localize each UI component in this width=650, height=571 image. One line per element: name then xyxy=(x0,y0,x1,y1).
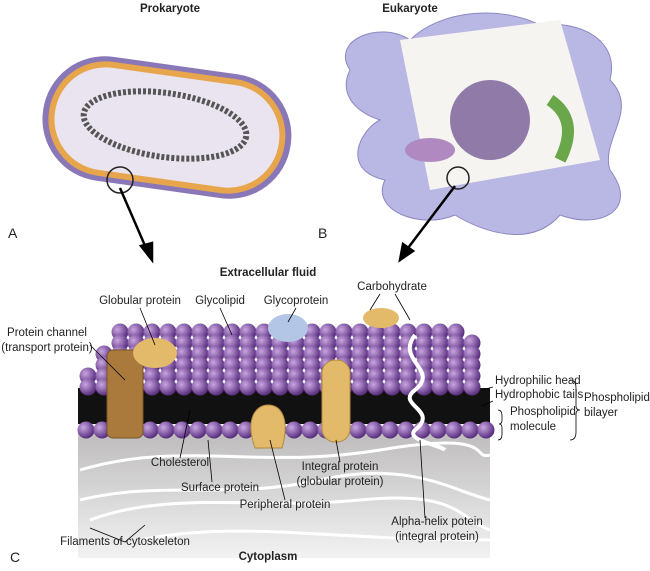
label-line: Integral protein xyxy=(301,461,379,473)
phospholipid-head xyxy=(301,421,319,439)
phospholipid-head xyxy=(447,378,465,396)
zoom-arrows xyxy=(118,185,456,264)
phospholipid-bilayer-label: Phospholipid bilayer xyxy=(584,391,650,421)
phospholipid-head xyxy=(349,421,367,439)
phospholipid-head xyxy=(383,378,401,396)
phospholipid-head xyxy=(271,378,289,396)
glycolipid-label: Glycolipid xyxy=(195,295,245,307)
peripheral-protein-label: Peripheral protein xyxy=(239,499,331,511)
cytoplasm-region xyxy=(78,430,490,558)
phospholipid-head xyxy=(477,421,495,439)
phospholipid-molecule-label: Phospholipid molecule xyxy=(510,405,576,435)
surface-protein-label: Surface protein xyxy=(181,482,259,494)
phospholipid-head xyxy=(223,378,241,396)
hydrophobic-tails-label: Hydrophobic tails xyxy=(495,389,584,401)
phospholipid-head xyxy=(143,378,161,396)
phospholipid-head xyxy=(93,421,111,439)
phospholipid-head xyxy=(255,378,273,396)
phospholipid-head xyxy=(445,421,463,439)
globular-protein-label: Globular protein xyxy=(99,295,181,307)
phospholipid-head xyxy=(431,378,449,396)
integral-protein-label: Integral protein (globular protein) xyxy=(297,460,384,490)
phospholipid-head xyxy=(365,421,383,439)
eukaryote-cell xyxy=(344,12,622,235)
phospholipid-head xyxy=(141,421,159,439)
phospholipid-head xyxy=(189,421,207,439)
prokaryote-title: Prokaryote xyxy=(139,3,201,15)
phospholipid-head xyxy=(285,421,303,439)
glycoprotein xyxy=(268,314,308,342)
leader-lines xyxy=(89,293,581,543)
prokaryote-cell xyxy=(42,56,292,199)
carbohydrate-label: Carbohydrate xyxy=(357,281,427,293)
protein-channel-label: Protein channel (transport protein) xyxy=(1,326,92,356)
cytoplasm-label: Cytoplasm xyxy=(238,551,298,563)
phospholipid-head xyxy=(77,421,95,439)
phospholipid-heads xyxy=(77,323,495,439)
phospholipid-head xyxy=(397,421,415,439)
phospholipid-head xyxy=(173,421,191,439)
phospholipid-head xyxy=(191,378,209,396)
panel-label-a: A xyxy=(8,225,18,241)
cytoskeleton-filaments xyxy=(79,441,491,542)
label-line: (transport protein) xyxy=(1,342,93,354)
phospholipid-head xyxy=(381,421,399,439)
phospholipid-head xyxy=(239,378,257,396)
label-line: (globular protein) xyxy=(296,476,384,488)
extracellular-label: Extracellular fluid xyxy=(219,267,317,279)
alpha-helix xyxy=(407,333,447,452)
eukaryote-title: Eukaryote xyxy=(382,3,438,15)
phospholipid-head xyxy=(429,421,447,439)
label-line: molecule xyxy=(510,421,557,433)
phospholipid-head xyxy=(461,421,479,439)
glycoprotein-label: Glycoprotein xyxy=(263,295,329,307)
phospholipid-head xyxy=(157,421,175,439)
alpha-helix-label: Alpha-helix potein (integral protein) xyxy=(391,515,482,545)
hydrophilic-head-label: Hydrophilic head xyxy=(495,375,581,387)
phospholipid-head xyxy=(237,421,255,439)
label-line: Phospholipid xyxy=(510,406,576,418)
phospholipid-head xyxy=(351,378,369,396)
phospholipid-head xyxy=(205,421,223,439)
panel-label-c: C xyxy=(10,549,21,565)
label-line: Alpha-helix potein xyxy=(391,516,483,528)
integral-protein xyxy=(321,359,351,443)
phospholipid-head xyxy=(367,378,385,396)
cholesterol-label: Cholesterol xyxy=(150,457,210,469)
label-line: (integral protein) xyxy=(395,531,479,543)
globular-protein xyxy=(133,338,177,368)
panel-label-b: B xyxy=(318,225,328,241)
label-line: Phospholipid xyxy=(584,392,650,404)
label-line: Protein channel xyxy=(7,327,87,339)
phospholipid-head xyxy=(159,378,177,396)
label-line: bilayer xyxy=(584,407,618,419)
phospholipid-head xyxy=(463,378,481,396)
phospholipid-head xyxy=(287,378,305,396)
peripheral-protein xyxy=(250,404,286,449)
phospholipid-head xyxy=(303,378,321,396)
phospholipid-head xyxy=(175,378,193,396)
phospholipid-head xyxy=(207,378,225,396)
protein-channel xyxy=(106,349,144,439)
filaments-label: Filaments of cytoskeleton xyxy=(60,536,190,548)
phospholipid-head xyxy=(79,378,97,396)
phospholipid-head xyxy=(221,421,239,439)
